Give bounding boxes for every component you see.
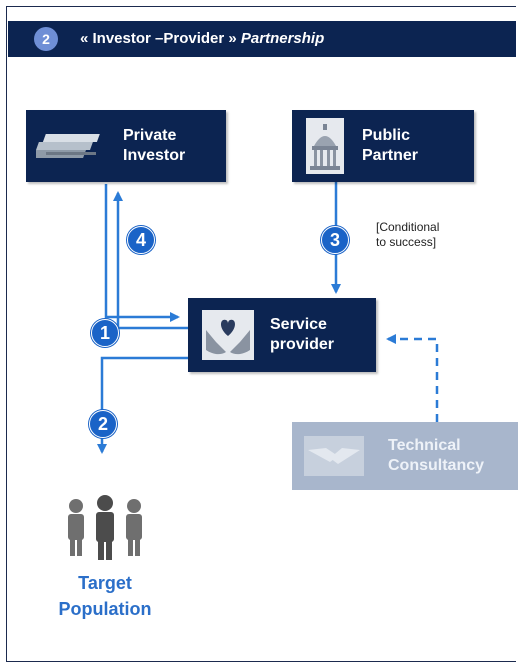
arrow-provider-to-population [97, 356, 188, 454]
arrow-provider-to-investor [113, 191, 188, 330]
capitol-building-icon [306, 118, 344, 174]
technical-consultancy-label: Technical Consultancy [388, 437, 485, 474]
money-stack-icon [36, 134, 100, 158]
public-partner-label: Public Partner [362, 127, 419, 164]
arrow-investor-to-provider [104, 184, 180, 322]
step-number-badge: 2 [34, 27, 58, 51]
step-badge-4: 4 [127, 226, 155, 254]
service-provider-box: Service provider [188, 298, 376, 372]
header-bar: 2 « Investor –Provider » Partnership [8, 21, 516, 57]
technical-consultancy-box: Technical Consultancy [292, 422, 518, 490]
header-title-italic: Partnership [240, 30, 325, 47]
header-title: « Investor –Provider » Partnership [80, 30, 324, 47]
target-population-label: Target Population [58, 573, 152, 619]
conditional-note: [Conditional to success] [376, 220, 440, 249]
private-investor-box: Private Investor [26, 110, 226, 182]
public-partner-box: Public Partner [292, 110, 474, 182]
hands-heart-icon [202, 310, 254, 360]
step-badge-3: 3 [321, 226, 349, 254]
people-group-icon [68, 495, 142, 560]
arrow-consultancy-to-provider [386, 334, 439, 422]
service-provider-label: Service provider [270, 316, 335, 353]
private-investor-label: Private Investor [123, 127, 186, 164]
step-badge-2: 2 [89, 410, 117, 438]
handshake-icon [304, 436, 364, 476]
header-title-main: « Investor –Provider » [80, 30, 241, 47]
step-badge-1: 1 [91, 319, 119, 347]
